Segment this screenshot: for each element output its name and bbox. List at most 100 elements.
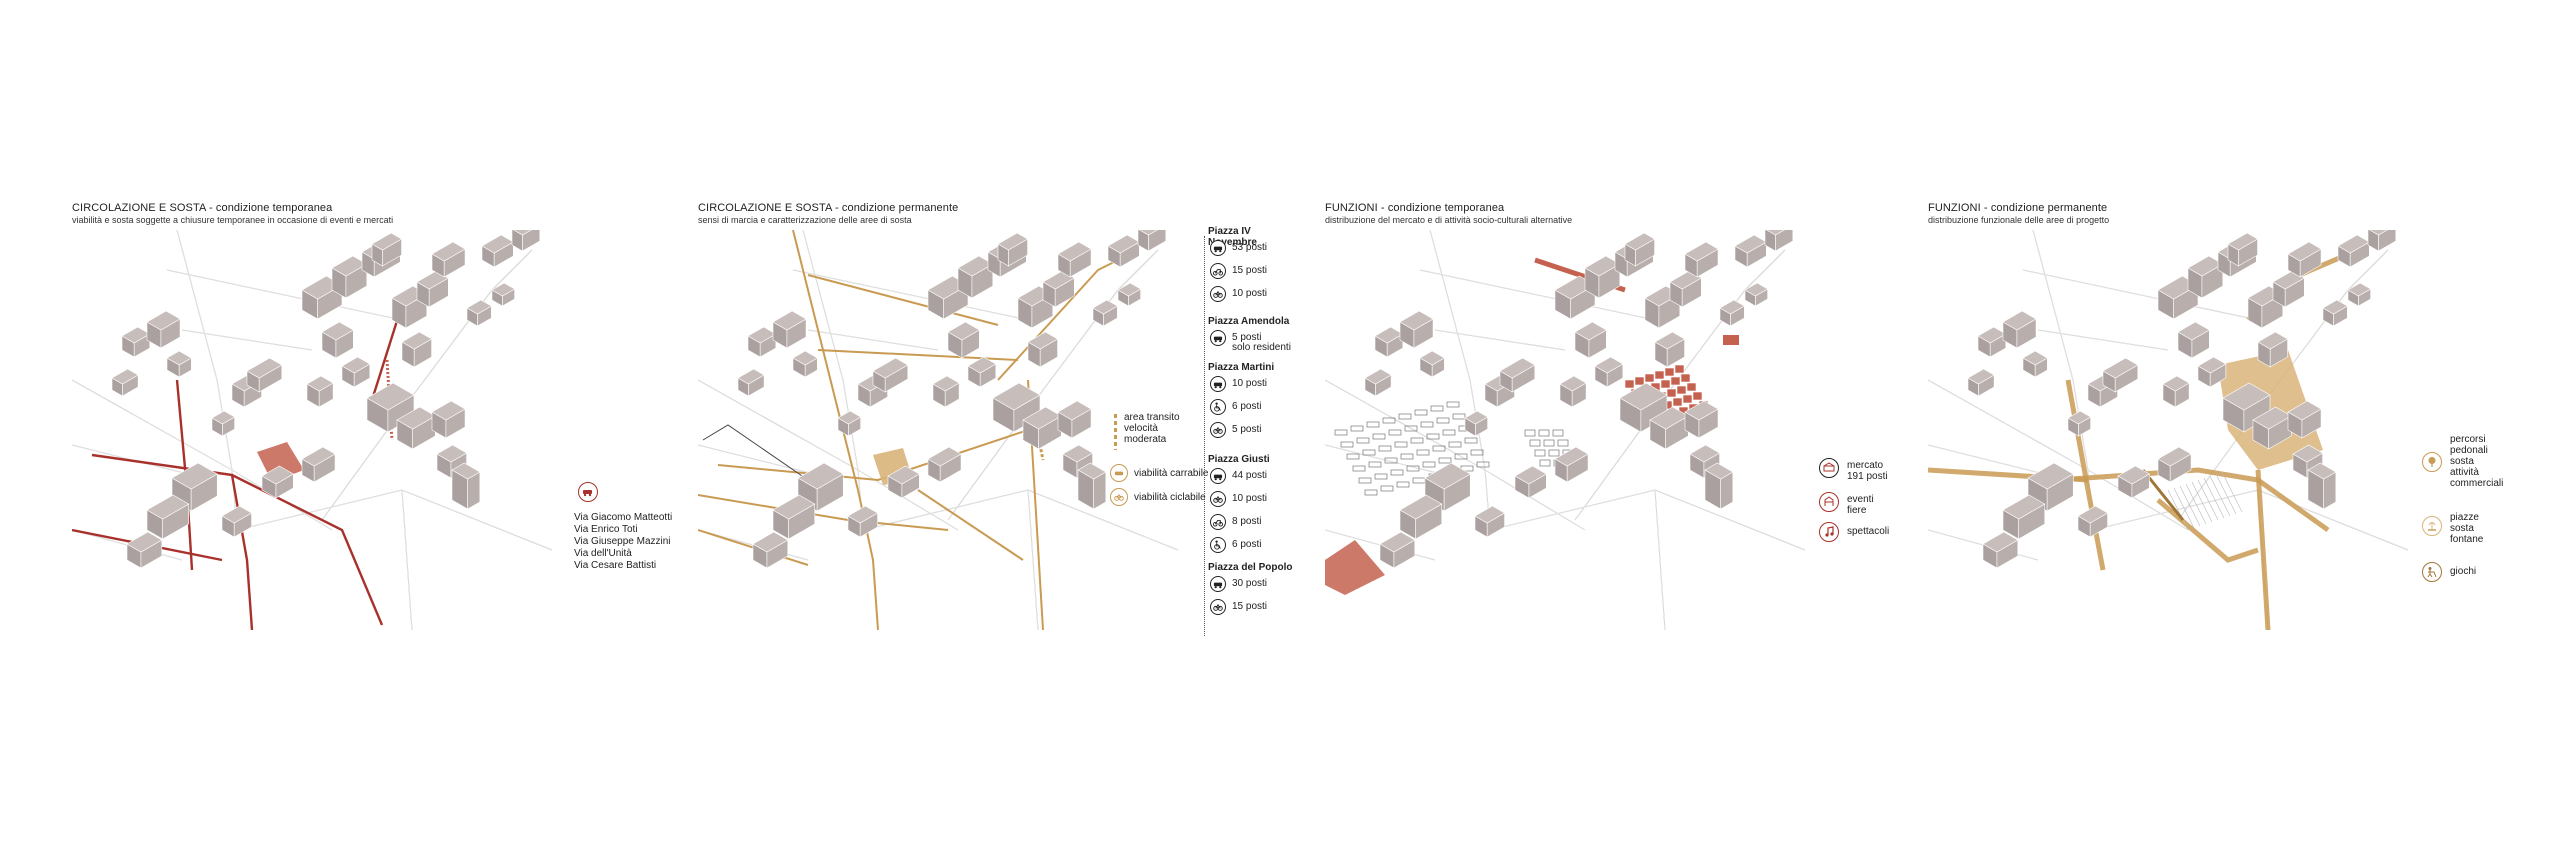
paving-line [2209,475,2231,517]
parking-count: 10 posti [1232,288,1268,299]
stall-outline [1404,425,1418,432]
car-icon [1110,464,1128,482]
disabled-icon [1210,537,1226,553]
music-icon [1819,522,1839,542]
stall-outline [1430,405,1444,412]
parking-count: 10 posti [1232,378,1268,389]
bicycle-icon [1210,599,1226,615]
building [466,299,492,327]
pedestrian-path [2255,469,2271,630]
building [1137,230,1167,252]
market-icon [1819,458,1839,478]
show-area [1723,335,1739,345]
parking-count: 53 posti [1232,242,1268,253]
market-stall [1666,388,1677,398]
bicycle-icon [1110,488,1128,506]
building [2177,321,2210,359]
disabled-icon [1210,399,1226,415]
building [997,232,1029,267]
building [1734,234,1767,268]
building [1117,282,1142,307]
building [747,326,777,358]
parking-area-name: Piazza Giusti [1208,454,1270,465]
market-stall [1624,379,1635,389]
axonometric-map [698,230,1179,630]
parking-count: 15 posti [1232,265,1268,276]
building [1399,494,1443,540]
stall-outline [1552,429,1564,437]
stall-outline [1340,441,1354,448]
building [752,531,789,569]
building [366,382,415,433]
building [1619,382,1668,433]
paving-line [2185,483,2207,525]
parking-count: 30 posti [1232,578,1268,589]
panel-title: FUNZIONI - condizione temporanea [1325,202,1505,214]
stall-outline [1442,429,1456,436]
stall-outline [1529,439,1541,447]
building [146,494,190,540]
event-area [1325,540,1385,595]
building [451,462,481,510]
stall-outline [1432,445,1446,452]
building [1062,444,1094,479]
stall-outline [1426,433,1440,440]
stall-outline [1414,409,1428,416]
building [2077,505,2109,538]
building [2002,310,2037,349]
building [221,505,253,538]
direction-arrow [702,424,809,481]
panel-circolazione-permanente: CIRCOLAZIONE E SOSTA - condizione perman… [698,190,1298,650]
stall-outline [1446,401,1460,408]
panel-subtitle: viabilità e sosta soggette a chiusure te… [72,215,394,225]
building [146,310,181,349]
building [401,331,433,368]
car-route [807,274,999,326]
stall-outline [1372,433,1386,440]
building [126,531,163,569]
building [301,446,336,483]
parking-count: 6 posti [1232,539,1262,550]
building [2067,410,2092,437]
building [1464,410,1489,437]
parking-count: 6 posti [1232,401,1262,412]
legend-label: percorsi pedonali sosta attività commerc… [2450,434,2504,489]
building [1077,462,1107,510]
car-route [917,489,1024,561]
stall-outline [1524,429,1536,437]
playground-icon [2422,562,2442,582]
stall-outline [1543,439,1555,447]
stall-outline [1374,473,1388,480]
road-line [2092,489,2409,551]
street-name: Via Cesare Battisti [574,560,657,571]
building [1057,400,1092,439]
legend-label: viabilità carrabile [1134,468,1209,479]
building [1574,321,1607,359]
parking-divider [1204,236,1205,636]
building [261,465,294,499]
building [1042,270,1075,308]
market-stall [1686,382,1697,392]
panel-title: CIRCOLAZIONE E SOSTA - condizione tempor… [72,202,333,214]
building [1584,255,1621,299]
stall-outline [1388,429,1402,436]
street-name: Via Giuseppe Mazzini [574,536,671,547]
building [2287,241,2322,278]
panel-title: CIRCOLAZIONE E SOSTA - condizione perman… [698,202,959,214]
legend-label: eventi fiere [1847,494,1874,516]
building [2367,230,2397,252]
building [431,400,466,439]
building [872,357,909,393]
building [2322,299,2348,327]
car-route [717,429,1029,482]
road-line [236,489,553,551]
axonometric-map [1325,230,1806,630]
no-car-icon [578,482,598,502]
stall-outline [1416,449,1430,456]
building [772,494,816,540]
stall-outline [1362,449,1376,456]
stall-outline [1382,417,1396,424]
building [431,241,466,278]
building [1977,326,2007,358]
building [792,350,818,378]
